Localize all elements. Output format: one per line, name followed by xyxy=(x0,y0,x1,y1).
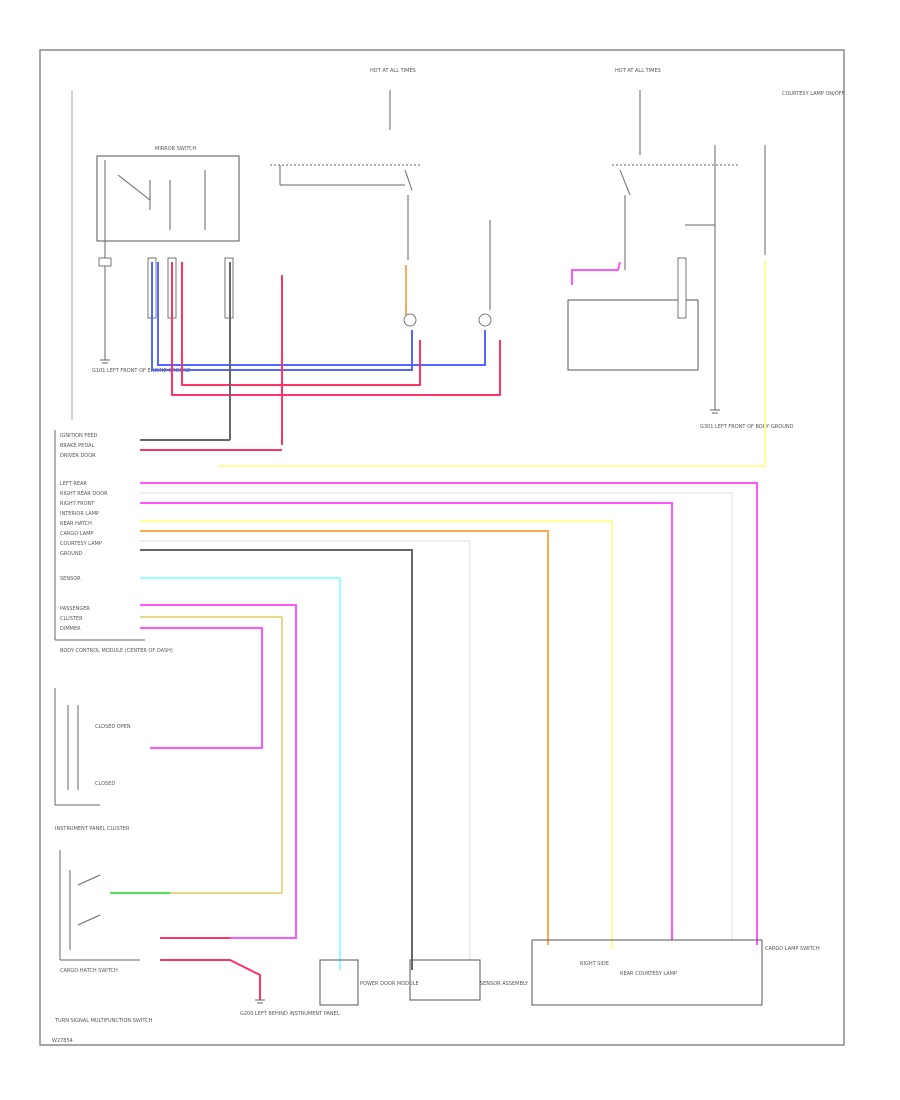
footer-code: W27854 xyxy=(52,1038,73,1044)
switch-cluster-label: CARGO HATCH SWITCH xyxy=(60,968,118,974)
bcm-pin-8: CARGO LAMP xyxy=(60,531,93,537)
door-module-label: POWER DOOR MODULE xyxy=(360,981,419,987)
bcm: BODY CONTROL MODULE (CENTER OF DASH) IGN… xyxy=(54,430,173,654)
hot-label-2: HOT AT ALL TIMES xyxy=(615,68,661,74)
ipc-lamps-1: CLOSED OPEN xyxy=(95,724,131,730)
diagram-frame xyxy=(39,49,845,1046)
hot-label-1: HOT AT ALL TIMES xyxy=(370,68,416,74)
mirror-switch: MIRROR SWITCH xyxy=(96,146,240,242)
ipc-lamps-2: CLOSED xyxy=(95,781,115,787)
sensor: SENSOR ASSEMBLY xyxy=(409,959,529,1001)
bcm-pin-14: DIMMER xyxy=(60,626,81,632)
bottom-ground-label: G200 LEFT BEHIND INSTRUMENT PANEL xyxy=(240,1011,340,1017)
bcm-pin-2: DRIVER DOOR xyxy=(60,453,96,459)
instrument-panel-cluster: CLOSED OPEN CLOSED INSTRUMENT PANEL CLUS… xyxy=(54,688,131,832)
left-ground: G101 LEFT FRONT OF ENGINE GROUND xyxy=(92,225,191,374)
bcm-pin-7: REAR HATCH xyxy=(60,521,92,527)
bottom-right-lamps: RIGHT SIDE REAR COURTESY LAMP CARGO LAMP… xyxy=(531,939,820,1006)
bcm-pin-12: PASSENGER xyxy=(60,606,90,612)
bottom-ground: G200 LEFT BEHIND INSTRUMENT PANEL xyxy=(240,999,340,1017)
right-ground: G301 LEFT FRONT OF BODY GROUND xyxy=(700,395,794,430)
switch-right-label: CARGO LAMP SWITCH xyxy=(765,946,820,952)
bcm-pin-10: GROUND xyxy=(60,551,83,557)
sensor-label: SENSOR ASSEMBLY xyxy=(480,981,529,987)
bcm-label: BODY CONTROL MODULE (CENTER OF DASH) xyxy=(60,648,173,654)
left-ground-label: G101 LEFT FRONT OF ENGINE GROUND xyxy=(92,368,191,374)
cargo-hatch-switch: CARGO HATCH SWITCH xyxy=(59,850,140,974)
bcm-pin-3: LEFT REAR xyxy=(60,481,87,487)
door-module: POWER DOOR MODULE xyxy=(319,959,419,1006)
bcm-pin-13: CLUSTER xyxy=(60,616,83,622)
bcm-pin-1: BRAKE PEDAL xyxy=(60,443,95,449)
bcm-pin-0: IGNITION FEED xyxy=(60,433,98,439)
bcm-pin-11: SENSOR xyxy=(60,576,81,582)
right-side-label: RIGHT SIDE xyxy=(580,961,609,967)
mirror-switch-label: MIRROR SWITCH xyxy=(155,146,197,152)
bcm-pin-5: RIGHT FRONT xyxy=(60,501,95,507)
note-top-right: COURTESY LAMP ON/OFF xyxy=(782,91,845,97)
bcm-pin-4: RIGHT REAR DOOR xyxy=(60,491,108,497)
right-ground-label: G301 LEFT FRONT OF BODY GROUND xyxy=(700,424,794,430)
bcm-pin-6: INTERIOR LAMP xyxy=(60,511,99,517)
bcm-pin-9: COURTESY LAMP xyxy=(60,541,102,547)
rear-lamp-label: REAR COURTESY LAMP xyxy=(620,971,677,977)
ipc-label: INSTRUMENT PANEL CLUSTER xyxy=(55,826,130,832)
bottom-left-note: TURN SIGNAL MULTIFUNCTION SWITCH xyxy=(54,1018,153,1024)
